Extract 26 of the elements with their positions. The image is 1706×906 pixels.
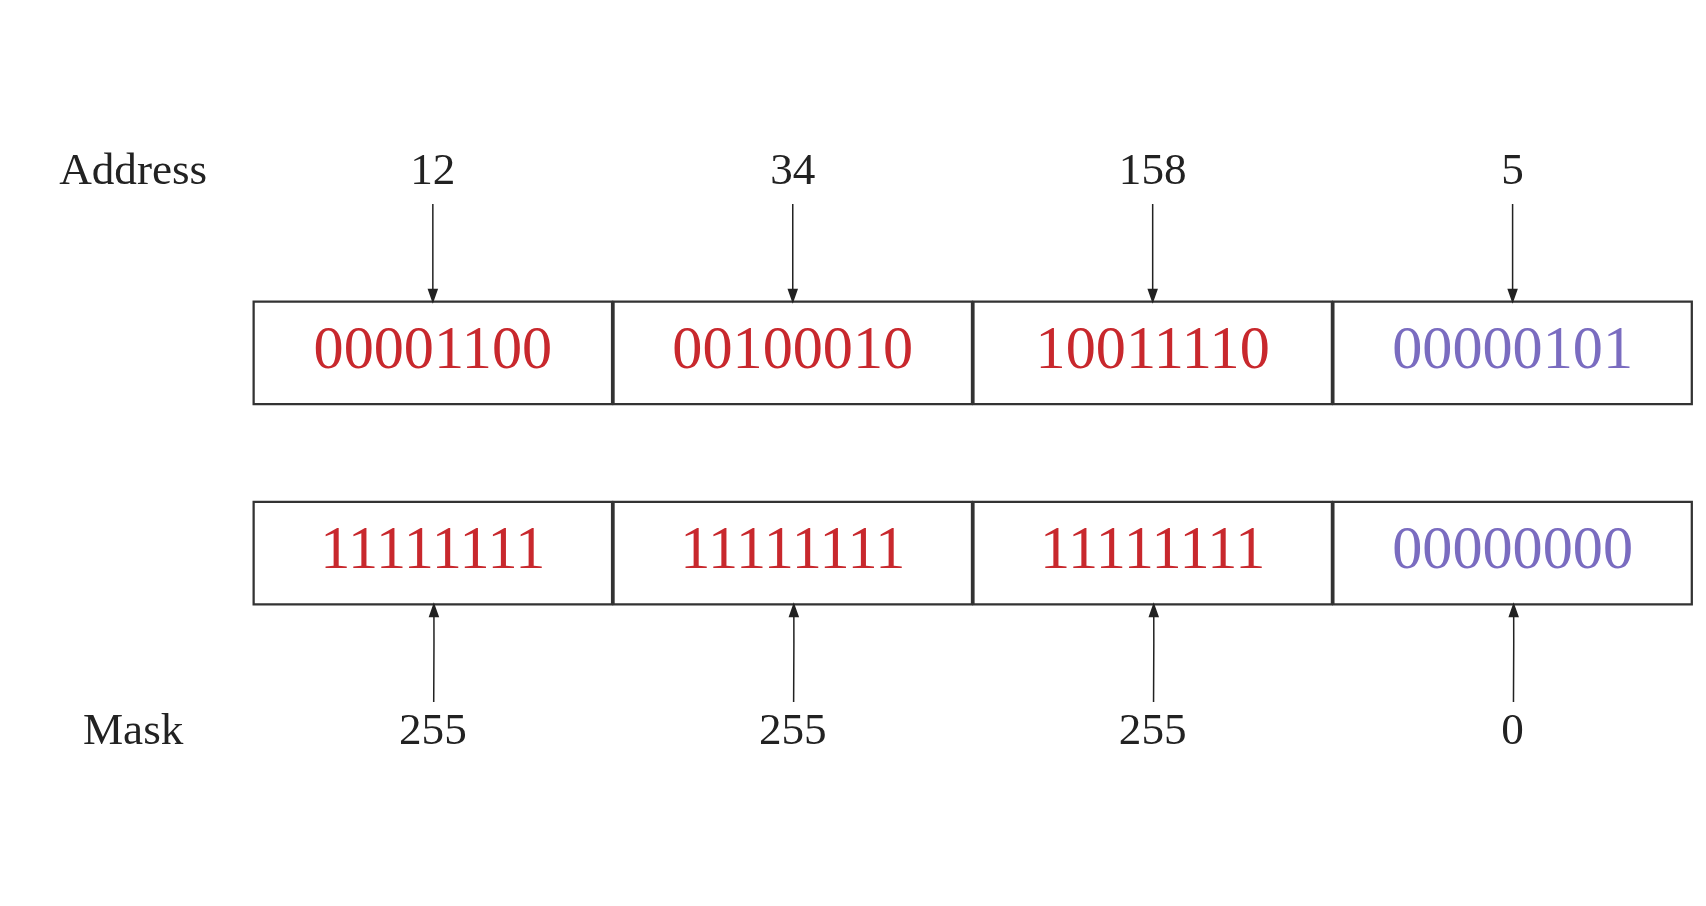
- node-box: 00001100: [252, 300, 614, 406]
- node-box: 11111111: [252, 500, 614, 606]
- arrow: [1148, 602, 1160, 703]
- node-box: 00000000: [1332, 500, 1693, 606]
- node-box: 00000101: [1332, 300, 1693, 406]
- node-text: 0: [1501, 704, 1524, 755]
- arrow: [428, 602, 440, 703]
- arrow: [788, 602, 800, 703]
- node-text: 12: [410, 144, 456, 195]
- node-text: 5: [1501, 144, 1524, 195]
- node-box: 10011110: [972, 300, 1334, 406]
- arrow: [787, 203, 799, 304]
- label: Mask: [82, 704, 184, 755]
- node-box: 11111111: [612, 500, 974, 606]
- node-text: 158: [1118, 144, 1187, 195]
- arrow: [1507, 203, 1518, 304]
- arrow: [1147, 203, 1158, 304]
- node-box: 11111111: [972, 500, 1334, 606]
- node-text: 255: [1118, 704, 1187, 755]
- node-text: 34: [770, 144, 816, 195]
- node-box: 00100010: [612, 300, 974, 406]
- label: Address: [59, 144, 208, 195]
- arrow: [427, 203, 439, 304]
- arrow: [1508, 602, 1519, 703]
- node-text: 255: [398, 704, 467, 755]
- node-text: 255: [758, 704, 827, 755]
